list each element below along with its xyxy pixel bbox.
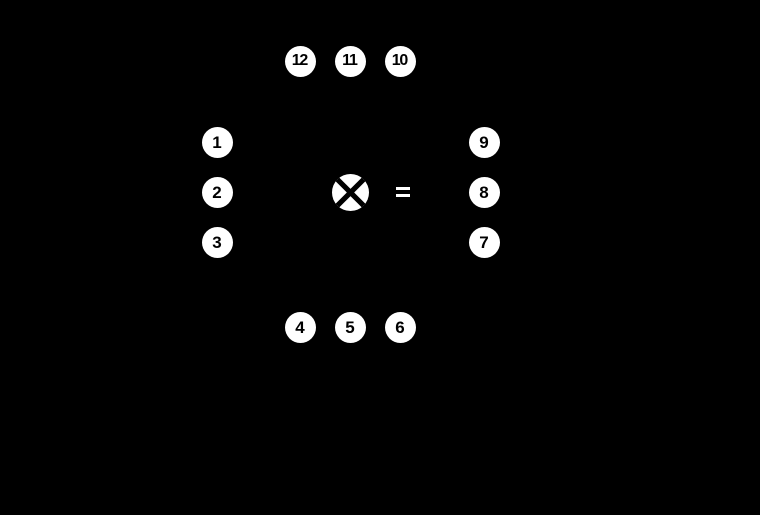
node-2[interactable]: 2	[201, 176, 233, 208]
equals-sign	[396, 187, 410, 197]
node-4[interactable]: 4	[284, 311, 316, 343]
node-10[interactable]: 10	[384, 45, 416, 77]
node-1[interactable]: 1	[201, 126, 233, 158]
equals-bar-bottom	[396, 194, 410, 197]
node-5[interactable]: 5	[334, 311, 366, 343]
node-7[interactable]: 7	[468, 226, 500, 258]
node-9[interactable]: 9	[468, 126, 500, 158]
node-6[interactable]: 6	[384, 311, 416, 343]
node-8[interactable]: 8	[468, 176, 500, 208]
equals-bar-top	[396, 187, 410, 190]
crossed-circle-icon	[331, 173, 369, 211]
node-12[interactable]: 12	[284, 45, 316, 77]
node-3[interactable]: 3	[201, 226, 233, 258]
node-11[interactable]: 11	[334, 45, 366, 77]
